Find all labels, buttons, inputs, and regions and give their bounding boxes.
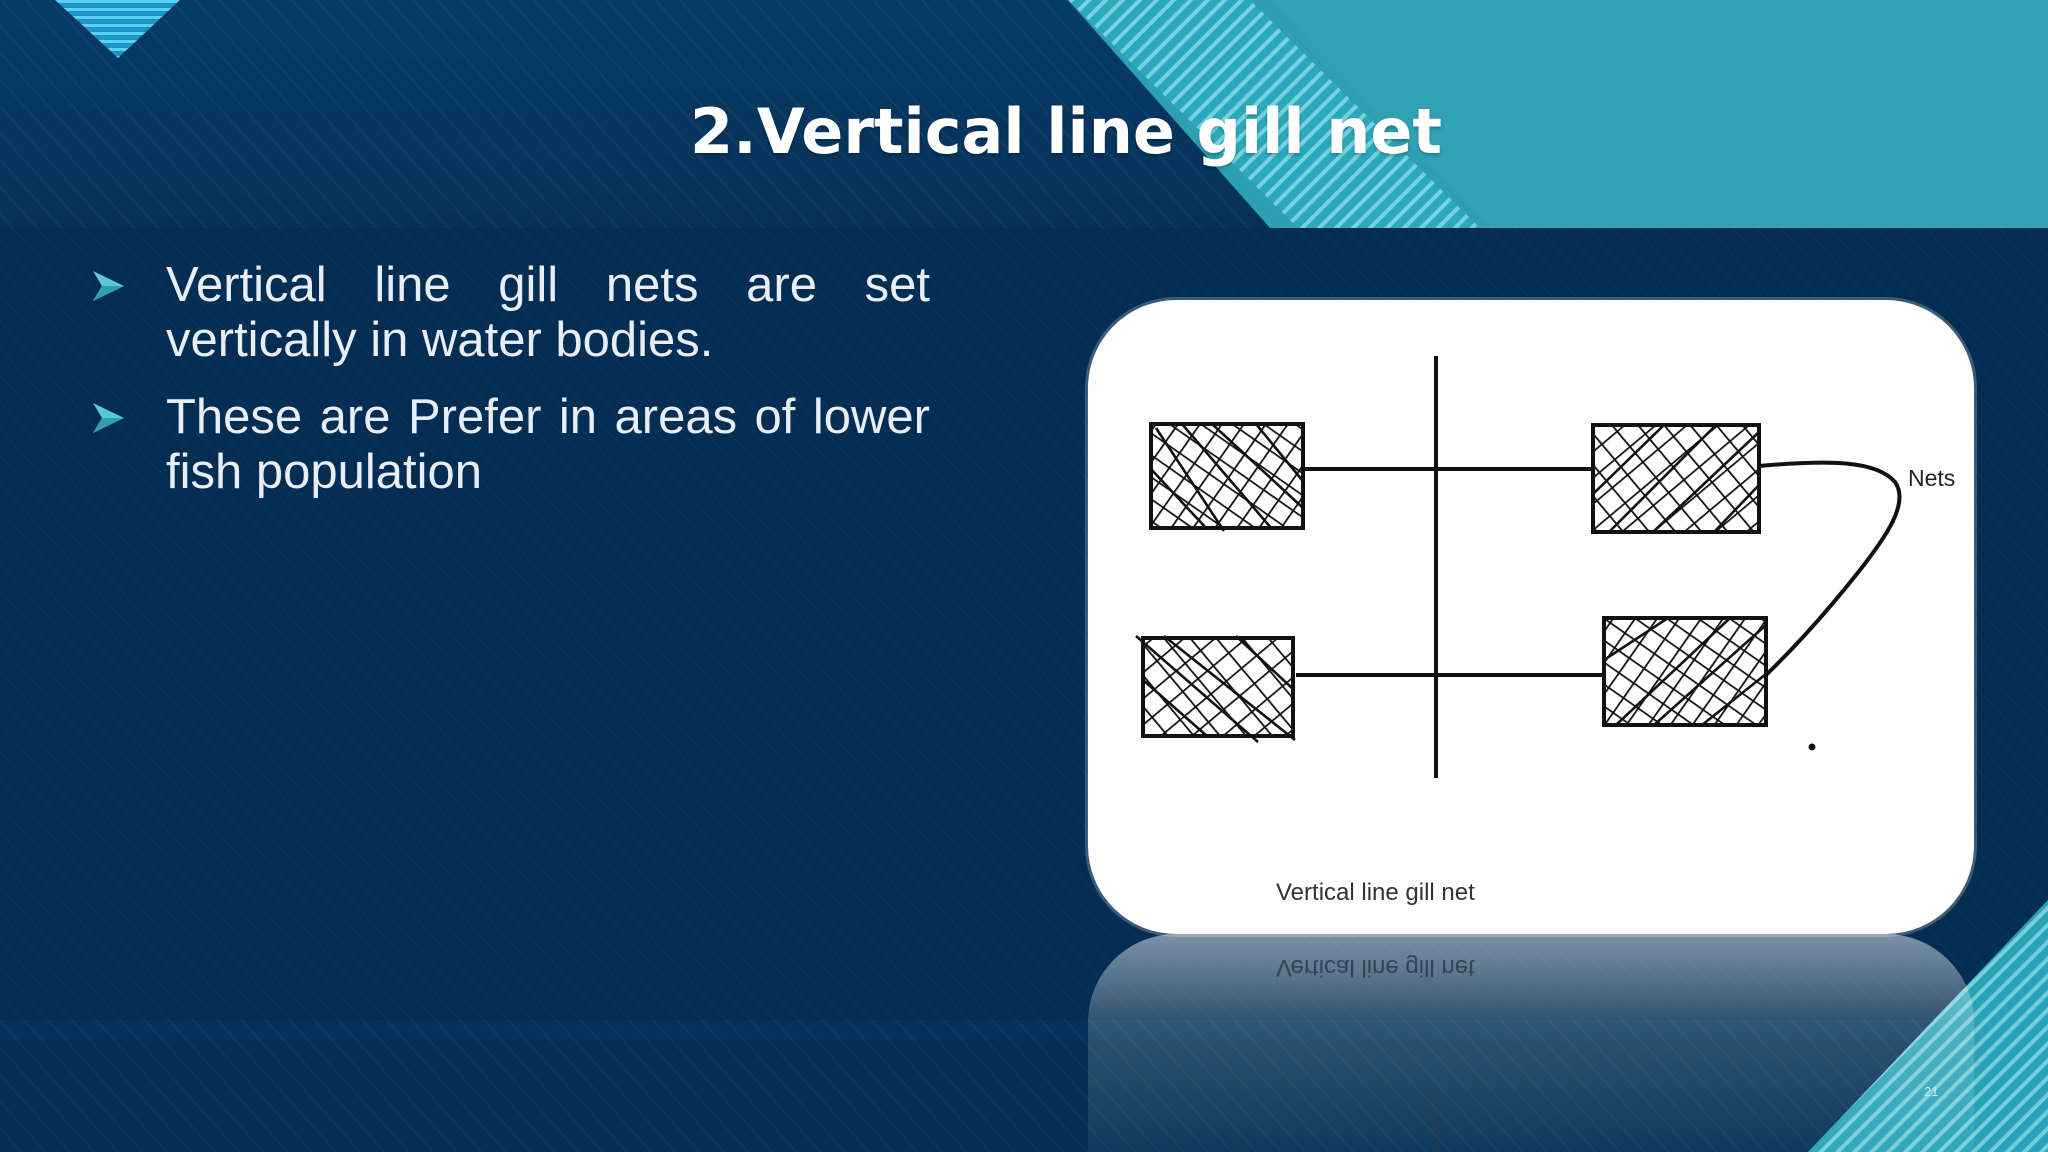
bottom-right-accent bbox=[1808, 900, 2048, 1152]
page-title: 2.Vertical line gill net bbox=[690, 95, 1443, 168]
lower-right-net bbox=[1602, 616, 1768, 727]
lower-left-net bbox=[1135, 634, 1296, 743]
upper-left-net bbox=[1149, 422, 1305, 532]
arrowhead-bullet-icon bbox=[93, 403, 124, 433]
reflected-caption: Vertical line gill net bbox=[1276, 954, 1475, 981]
header-accent-stripe bbox=[1068, 0, 1480, 228]
figure-reflection: Vertical line gill net bbox=[1088, 934, 1974, 1152]
bullet-item: These are Prefer in areas of lower fish … bbox=[90, 390, 930, 500]
net-connecting-line bbox=[1758, 460, 1902, 677]
vertical-line-gill-net-diagram bbox=[1135, 356, 1902, 778]
small-dot bbox=[1808, 743, 1816, 751]
reflected-vertical-line bbox=[1436, 1090, 1439, 1152]
header-accent-light bbox=[1270, 0, 2048, 228]
bullet-list: Vertical line gill nets are set vertical… bbox=[90, 258, 930, 522]
corner-triangle bbox=[55, 0, 180, 58]
bullet-text: Vertical line gill nets are set vertical… bbox=[166, 258, 930, 367]
figure-card: Nets Vertical line gill net bbox=[1088, 300, 1974, 934]
bullet-text: These are Prefer in areas of lower fish … bbox=[166, 390, 930, 499]
slide-page-number: 21 bbox=[1924, 1084, 1939, 1099]
arrowhead-bullet-icon bbox=[93, 271, 124, 301]
figure-caption: Vertical line gill net bbox=[1276, 879, 1475, 906]
upper-right-net bbox=[1591, 423, 1761, 534]
bullet-item: Vertical line gill nets are set vertical… bbox=[90, 258, 930, 368]
nets-label: Nets bbox=[1908, 465, 1956, 491]
